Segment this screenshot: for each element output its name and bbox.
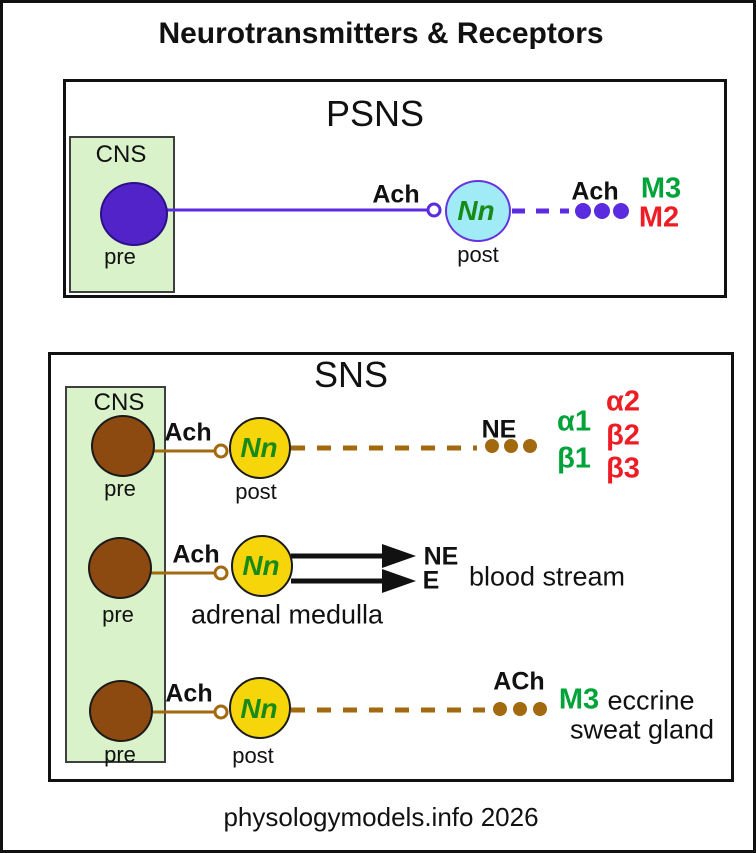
sns-row2-ne-label: NE xyxy=(423,542,459,571)
sns-row3-m3-receptor-label: M3 xyxy=(558,683,600,716)
sns-row1-post-label: post xyxy=(235,479,277,504)
sns-row1-alpha2-label: α2 xyxy=(606,385,640,418)
sns-row2-e-label: E xyxy=(422,566,440,595)
sns-row2-nn-receptor-label: Nn xyxy=(242,550,280,581)
sns-row2-adrenal-medulla-label: adrenal medulla xyxy=(190,599,384,630)
psns-pre-neuron xyxy=(100,182,168,246)
sns-cns-label: CNS xyxy=(93,389,145,416)
sns-row2-pre-label: pre xyxy=(102,602,134,627)
psns-m3-receptor-label: M3 xyxy=(640,172,682,205)
sns-row3-ach-terminal-label: ACh xyxy=(493,667,545,696)
sns-row2-pre-neuron xyxy=(88,537,152,599)
labels-layer: Neurotransmitters & Receptors PSNS CNS p… xyxy=(3,3,753,850)
psns-ach-ganglion-label: Ach xyxy=(372,180,420,209)
sns-row1-post-neuron xyxy=(229,417,291,479)
sns-row1-ach-label: Ach xyxy=(164,418,212,447)
sns-row1-pre-neuron xyxy=(91,415,155,477)
sns-row2-adrenal-neuron xyxy=(231,535,293,597)
psns-title: PSNS xyxy=(325,93,425,134)
psns-nn-receptor-label: Nn xyxy=(457,195,495,226)
psns-post-neuron xyxy=(445,180,511,242)
sns-row1-beta2-label: β2 xyxy=(606,419,640,452)
sns-row3-target-line2: sweat gland xyxy=(569,714,715,745)
sns-row3-post-neuron xyxy=(229,677,291,739)
footer-credit: physologymodels.info 2026 xyxy=(223,802,539,832)
sns-row3-target-line1: eccrine xyxy=(607,685,695,716)
psns-m2-receptor-label: M2 xyxy=(638,201,680,234)
sns-row1-beta1-label: β1 xyxy=(557,442,591,475)
sns-row3-nn-receptor-label: Nn xyxy=(240,693,278,724)
sns-row2-bloodstream-label: blood stream xyxy=(468,561,626,592)
sns-row3-post-label: post xyxy=(232,743,274,768)
sns-row3-ach-label: Ach xyxy=(165,679,213,708)
sns-panel xyxy=(48,352,734,782)
psns-panel xyxy=(63,79,727,298)
psns-ach-terminal-label: Ach xyxy=(571,177,619,206)
sns-row1-pre-label: pre xyxy=(104,476,136,501)
sns-row3-pre-neuron xyxy=(89,680,153,742)
sns-row1-beta3-label: β3 xyxy=(606,452,640,485)
page-title: Neurotransmitters & Receptors xyxy=(158,17,604,50)
sns-row1-ne-label: NE xyxy=(481,415,517,444)
sns-row3-pre-label: pre xyxy=(104,742,136,767)
psns-cns-label: CNS xyxy=(95,141,147,168)
psns-pre-label: pre xyxy=(104,244,136,269)
sns-row2-ach-label: Ach xyxy=(172,540,220,569)
sns-title: SNS xyxy=(313,354,389,395)
psns-post-label: post xyxy=(457,242,499,267)
sns-row1-nn-receptor-label: Nn xyxy=(240,432,278,463)
sns-row1-alpha1-label: α1 xyxy=(557,405,591,438)
